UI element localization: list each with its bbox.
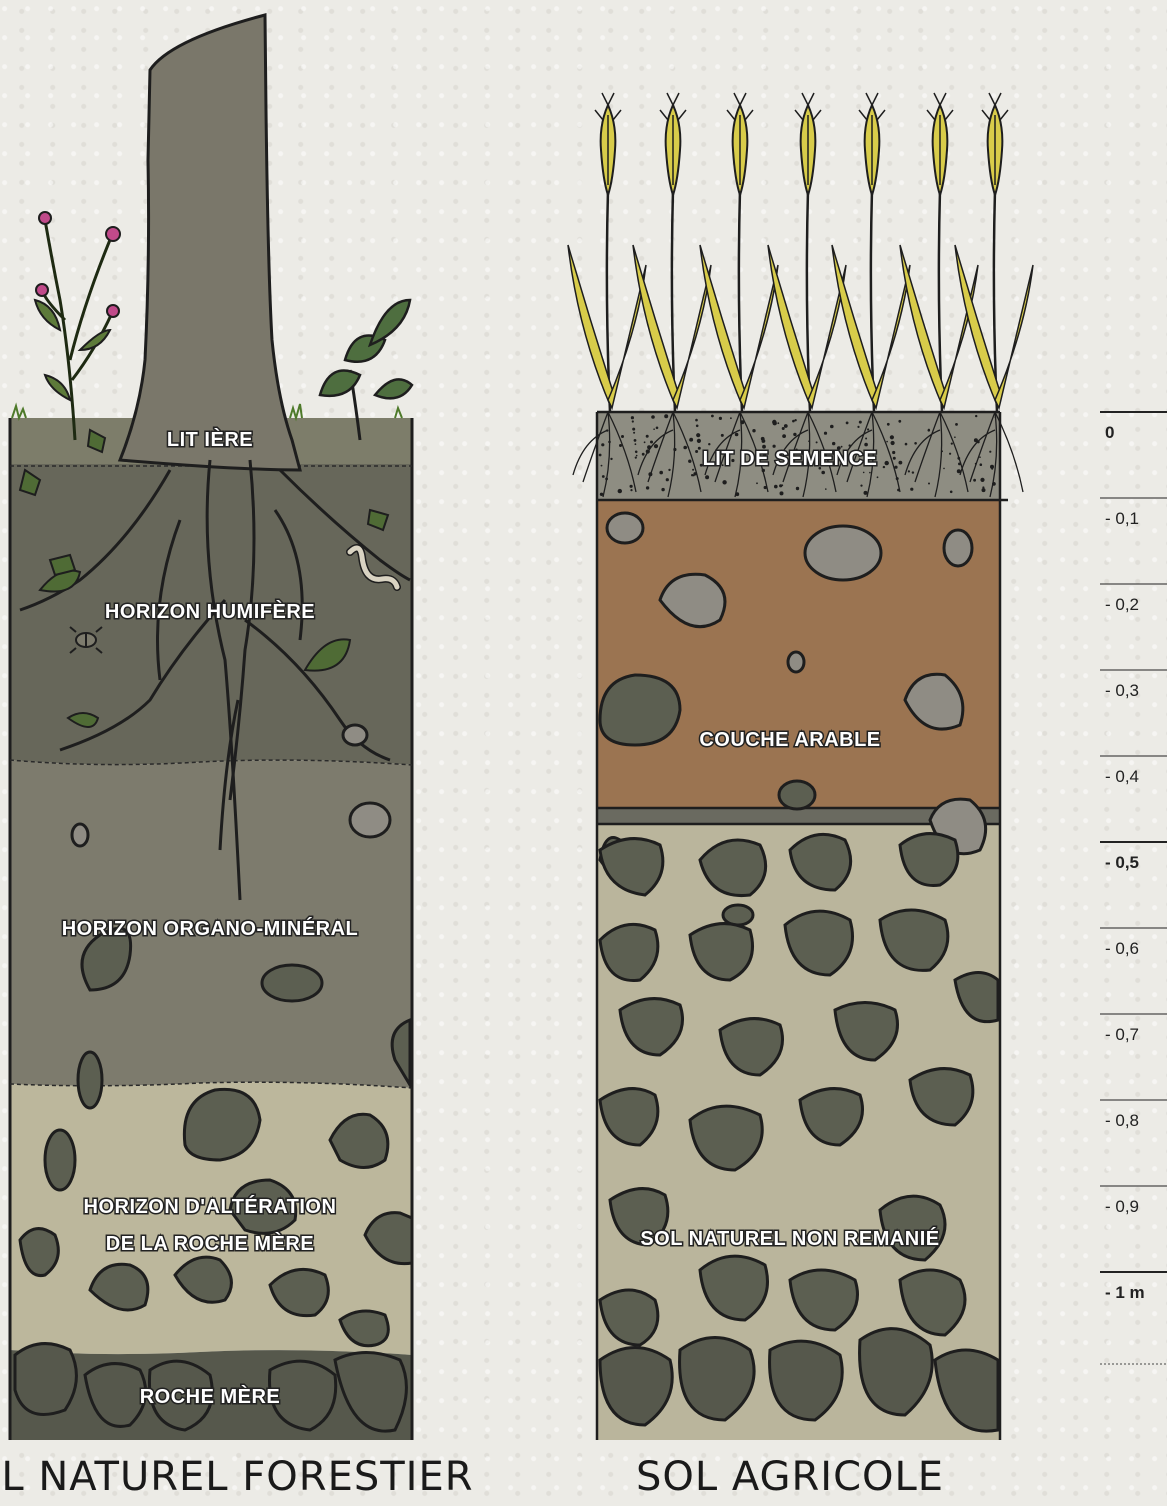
label-litiere: LIT IÈRE bbox=[167, 428, 253, 451]
scale-tick-label: - 0,5 bbox=[1105, 853, 1139, 872]
depth-scale: 0 - 0,1 - 0,2 - 0,3 - 0,4 - 0,5 - 0,6 - 0,7 - 0,… bbox=[1100, 412, 1167, 1364]
scale-tick-label: - 0,4 bbox=[1105, 767, 1139, 786]
forest-soil-profile: LIT IÈRE HORIZON HUMIFÈRE HORIZON ORGANO… bbox=[0, 15, 474, 1500]
scale-tick-label: 0 bbox=[1105, 423, 1114, 442]
scale-tick-label: - 0,1 bbox=[1105, 509, 1139, 528]
agricultural-soil-profile: LIT DE SEMENCE COUCHE ARABLE SOL NATUREL… bbox=[568, 93, 1033, 1500]
label-horizon-alteration-line2: DE LA ROCHE MÈRE bbox=[106, 1232, 314, 1255]
scale-tick-label: - 1 m bbox=[1105, 1283, 1145, 1302]
label-sol-naturel-non-remanie: SOL NATUREL NON REMANIÉ bbox=[640, 1227, 939, 1250]
flowering-plant bbox=[35, 212, 120, 440]
label-horizon-organo-mineral: HORIZON ORGANO-MINÉRAL bbox=[62, 917, 359, 940]
agri-profile-title: SOL AGRICOLE bbox=[636, 1454, 944, 1500]
tree-trunk bbox=[120, 15, 300, 470]
scale-tick-label: - 0,7 bbox=[1105, 1025, 1139, 1044]
forest-profile-title: SOL NATUREL FORESTIER bbox=[0, 1454, 474, 1500]
scale-tick-label: - 0,6 bbox=[1105, 939, 1139, 958]
scale-tick-label: - 0,8 bbox=[1105, 1111, 1139, 1130]
label-couche-arable: COUCHE ARABLE bbox=[699, 729, 880, 751]
scale-tick-label: - 0,2 bbox=[1105, 595, 1139, 614]
scale-tick-label: - 0,3 bbox=[1105, 681, 1139, 700]
scale-tick-label: - 0,9 bbox=[1105, 1197, 1139, 1216]
label-horizon-alteration-line1: HORIZON D'ALTÉRATION bbox=[84, 1195, 337, 1218]
label-lit-de-semence: LIT DE SEMENCE bbox=[703, 448, 878, 470]
label-roche-mere: ROCHE MÈRE bbox=[140, 1385, 281, 1408]
label-horizon-humifere: HORIZON HUMIFÈRE bbox=[105, 600, 315, 623]
